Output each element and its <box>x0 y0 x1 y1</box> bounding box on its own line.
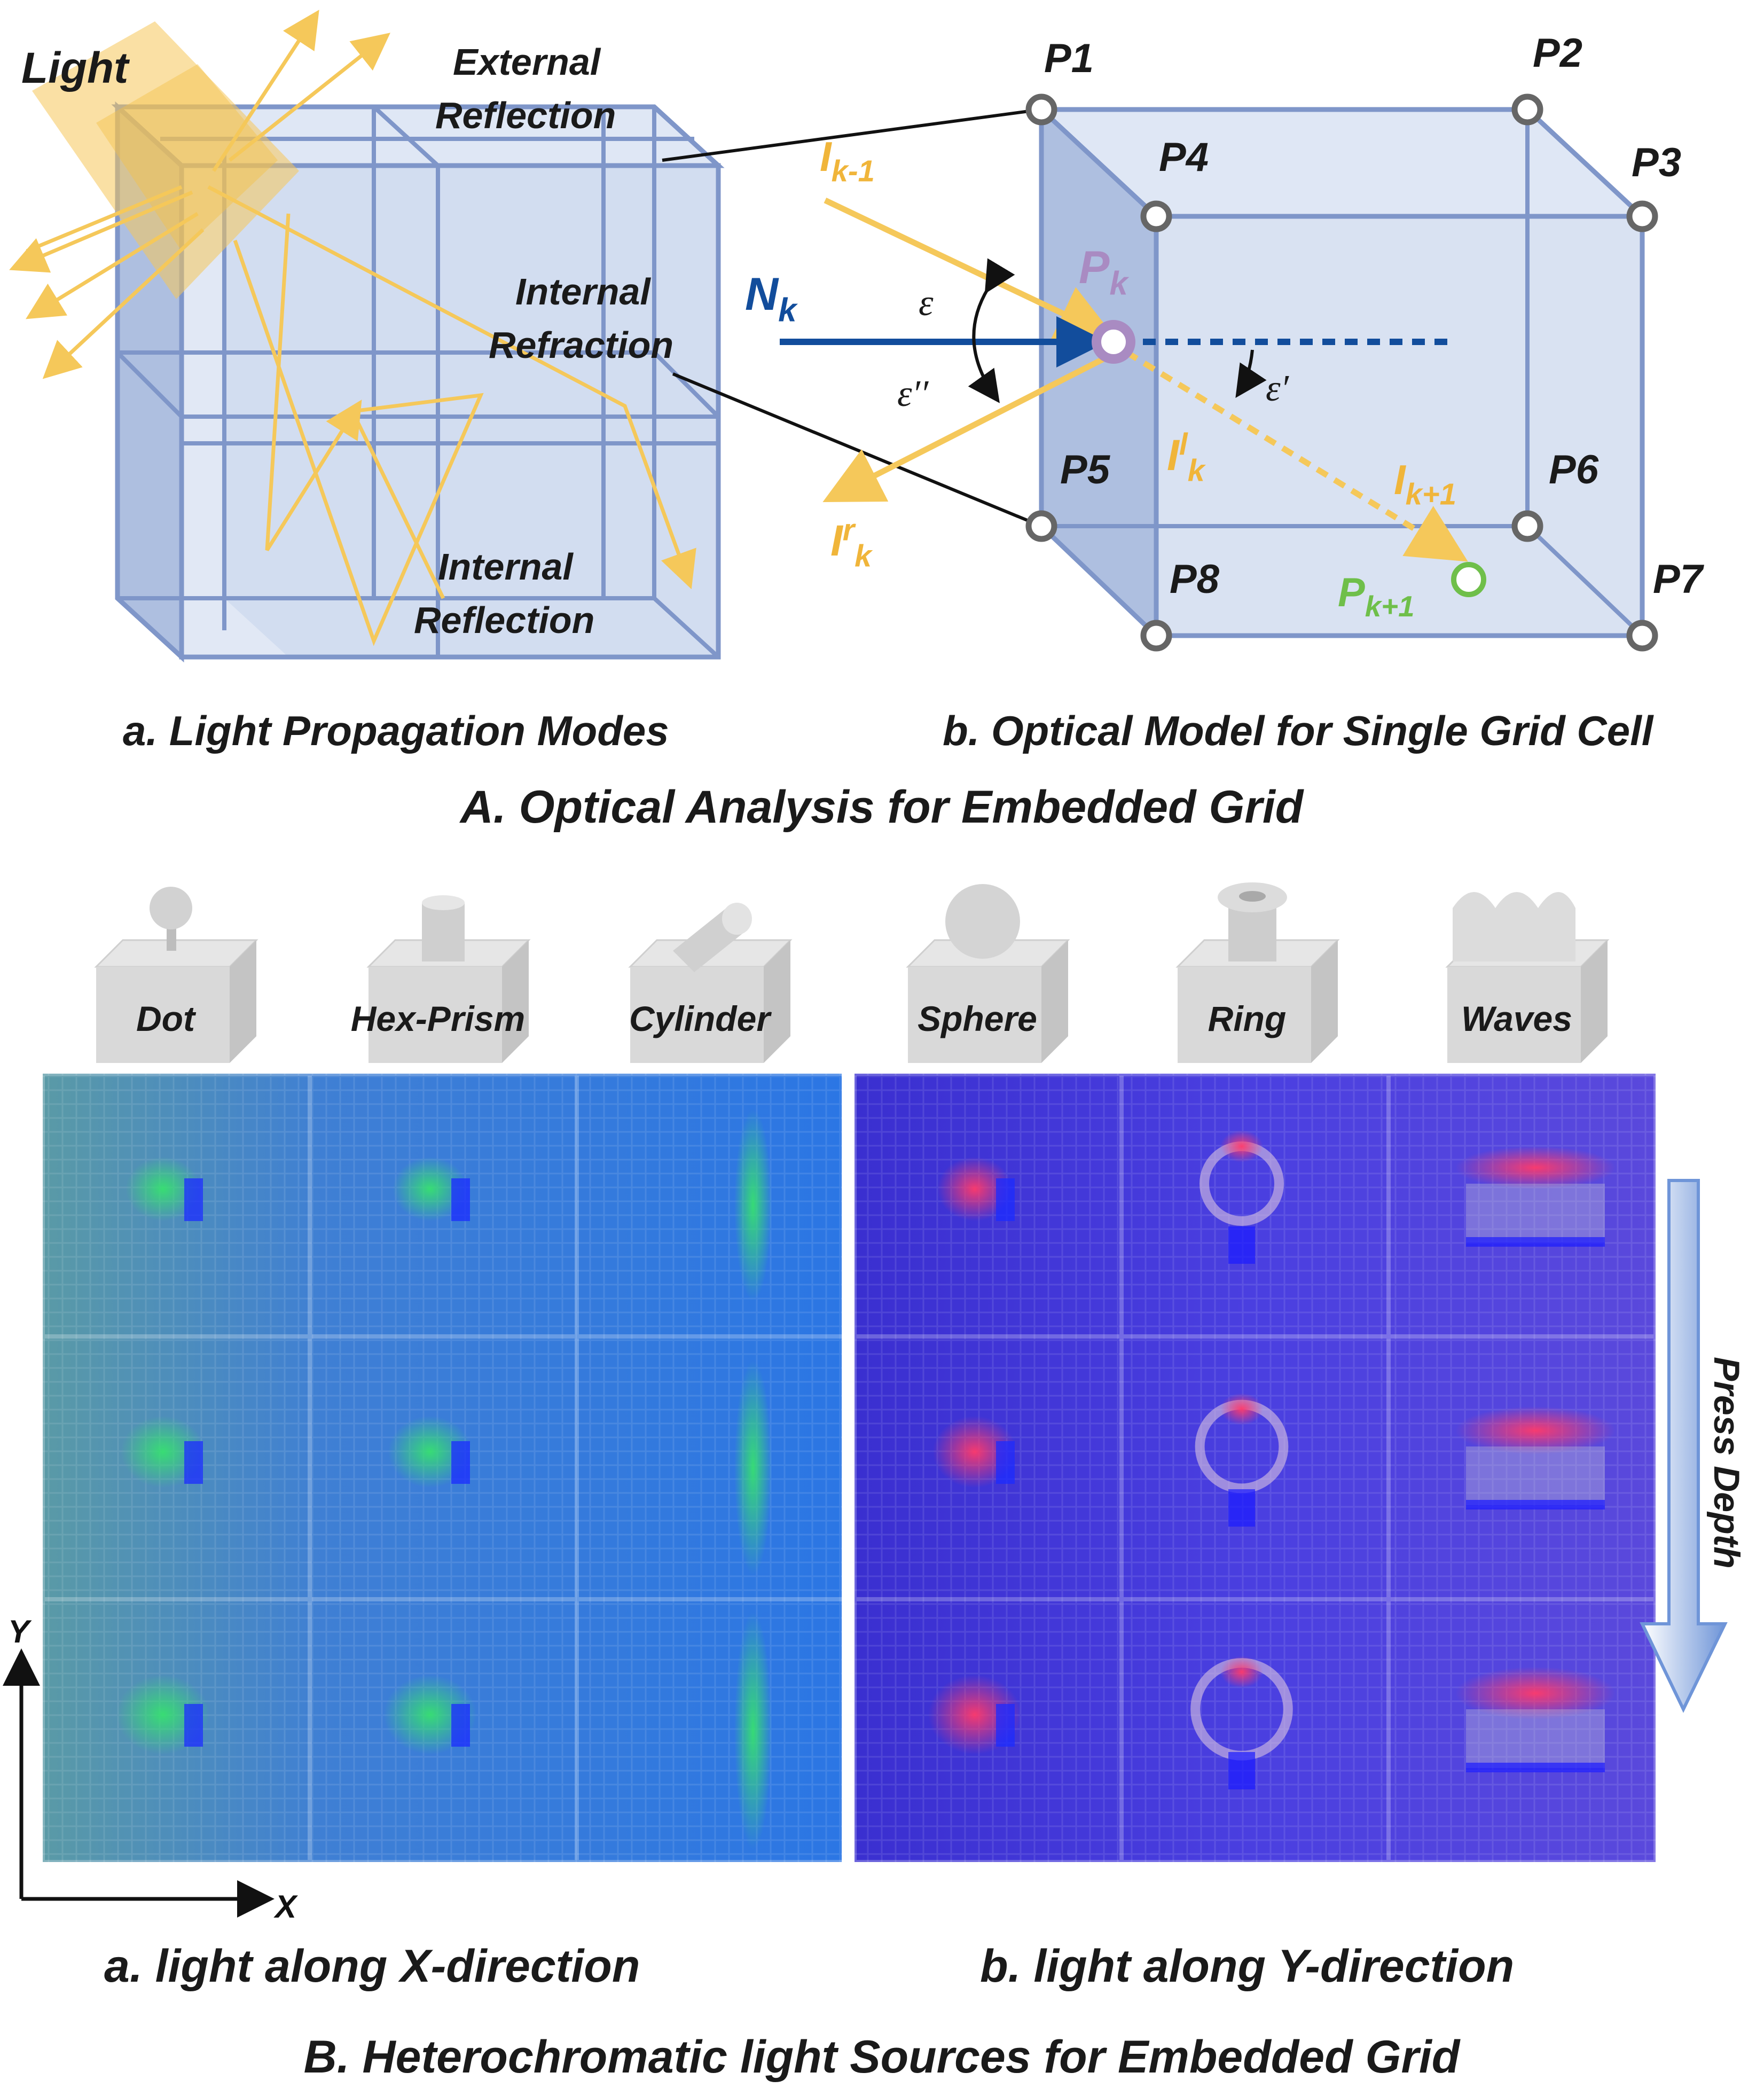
internal-refraction-label-1: Internal <box>515 271 651 312</box>
epsilon-prime-label: ε′ <box>1266 368 1290 409</box>
image-tile <box>310 1074 577 1336</box>
image-tile <box>1122 1599 1389 1862</box>
node-p6 <box>1511 510 1543 542</box>
node-p2 <box>1511 93 1543 126</box>
label-p7: P7 <box>1653 557 1705 602</box>
node-p5 <box>1025 510 1057 542</box>
label-p3: P3 <box>1632 140 1681 185</box>
image-tile <box>310 1336 577 1599</box>
label-p5: P5 <box>1060 447 1111 492</box>
caption-x-direction: a. light along X-direction <box>104 1941 640 1992</box>
section-b-title: B. Heterochromatic light Sources for Emb… <box>304 2031 1461 2083</box>
image-grid-y <box>842 1074 1656 1862</box>
shape-label: Sphere <box>918 999 1037 1038</box>
image-tile <box>1122 1336 1389 1599</box>
zoom-line-top <box>662 108 1042 162</box>
pk1-node <box>1451 562 1486 597</box>
image-tile <box>1389 1599 1656 1862</box>
xy-axes <box>3 1648 275 1918</box>
section-a-title: A. Optical Analysis for Embedded Grid <box>459 781 1304 833</box>
cell-nodes <box>1025 93 1658 652</box>
zoom-line-bottom <box>672 372 1042 528</box>
nk-label: Nk <box>745 269 798 329</box>
node-p8 <box>1140 620 1172 652</box>
external-reflection-label-1: External <box>453 41 601 83</box>
shape-icon-waves: Waves <box>1445 892 1610 1063</box>
x-axis-label: X <box>273 1889 299 1925</box>
image-tile <box>854 1599 1122 1862</box>
external-reflection-label-2: Reflection <box>435 95 616 136</box>
light-rays <box>9 10 696 646</box>
caption-panel-a-b: b. Optical Model for Single Grid Cell <box>943 707 1654 754</box>
light-source: Light <box>21 21 299 299</box>
internal-reflection-label-2: Reflection <box>414 599 594 641</box>
label-p1: P1 <box>1044 36 1094 81</box>
ik-r-label: Irk <box>830 513 873 573</box>
shape-icon-sphere: Sphere <box>906 884 1070 1063</box>
node-labels: P1 P2 P3 P4 P5 P6 P7 P8 <box>1044 30 1705 602</box>
internal-refraction-label-2: Refraction <box>489 324 673 366</box>
node-p3 <box>1626 200 1658 232</box>
node-p7 <box>1626 620 1658 652</box>
caption-panel-a-a: a. Light Propagation Modes <box>123 707 669 754</box>
image-tile <box>854 1074 1122 1336</box>
image-grid-x <box>43 1074 844 1862</box>
image-tile <box>1389 1074 1656 1336</box>
press-depth-label: Press Depth <box>1706 1357 1747 1569</box>
node-p1 <box>1025 93 1057 126</box>
epsilon-label: ε <box>919 283 934 324</box>
label-p4: P4 <box>1159 135 1209 180</box>
cell-rays <box>780 198 1468 562</box>
image-tile <box>1389 1336 1656 1599</box>
shape-label: Hex-Prism <box>351 999 526 1038</box>
image-tile <box>43 1599 310 1862</box>
shape-icon-hex-prism: Hex-Prism <box>351 895 531 1063</box>
press-depth-arrow <box>1640 1179 1728 1713</box>
ik-minus-1-label: Ik-1 <box>820 133 875 188</box>
shape-label: Cylinder <box>629 999 772 1038</box>
pk1-label: Pk+1 <box>1338 570 1415 623</box>
pk-label: Pk <box>1079 242 1129 302</box>
pk-node <box>1092 320 1135 364</box>
shape-icon-ring: Ring <box>1175 882 1340 1063</box>
shape-label: Dot <box>136 999 197 1038</box>
image-tile <box>1122 1074 1389 1336</box>
shape-icon-cylinder: Cylinder <box>628 903 793 1063</box>
label-p6: P6 <box>1549 447 1599 492</box>
ik-plus-1-label: Ik+1 <box>1394 456 1456 511</box>
image-tile <box>310 1599 577 1862</box>
light-label: Light <box>21 44 130 92</box>
shape-icons: Dot Hex-Prism Cylinder Sphere Ring Waves <box>94 882 1610 1063</box>
epsilon-dprime-label: ε′′ <box>897 373 929 414</box>
internal-reflection-label-1: Internal <box>438 546 574 588</box>
single-grid-cell <box>1035 104 1649 642</box>
image-tile <box>43 1336 310 1599</box>
shape-label: Ring <box>1208 999 1287 1038</box>
node-p4 <box>1140 200 1172 232</box>
y-axis-label: Y <box>8 1614 32 1649</box>
ik-l-label: Ilk <box>1167 427 1206 488</box>
label-p8: P8 <box>1170 557 1220 602</box>
shape-icon-dot: Dot <box>94 887 258 1063</box>
label-p2: P2 <box>1533 30 1582 76</box>
shape-label: Waves <box>1461 999 1572 1038</box>
caption-y-direction: b. light along Y-direction <box>980 1941 1514 1992</box>
image-tile <box>854 1336 1122 1599</box>
image-tile <box>43 1074 310 1336</box>
